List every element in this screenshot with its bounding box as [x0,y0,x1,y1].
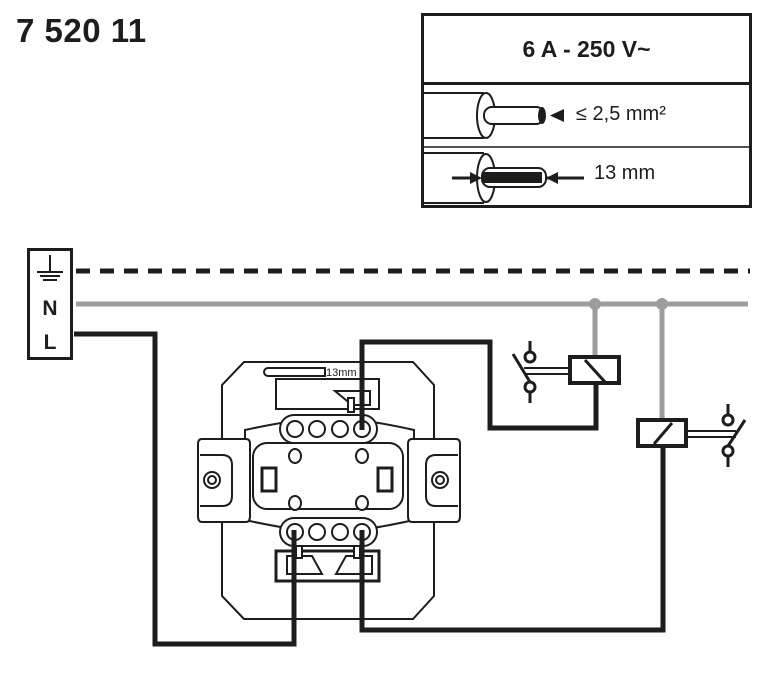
supply-terminal-block: N L [27,248,73,360]
relay-1 [511,341,621,403]
wire-cross-section-value: ≤ 2,5 mm² [576,103,666,125]
earth-ground-icon [37,255,63,281]
strip-length-row: 13 mm [424,148,749,209]
strip-gauge-label: 13mm [326,367,357,379]
stripped-wire-icon [424,152,584,204]
relay-2 [636,404,747,467]
wire-cross-section-row: ≤ 2,5 mm² [424,85,749,148]
neutral-junction [589,298,601,310]
relay-contact-2 [721,404,747,467]
electrical-rating: 6 A - 250 V~ [424,16,749,85]
strip-length-value: 13 mm [594,162,656,184]
product-code: 7 520 11 [16,12,147,49]
push-button-mechanism [197,361,461,620]
neutral-wire [76,301,748,420]
neutral-junction [656,298,668,310]
relay-contact-1 [511,341,537,403]
specification-box: 6 A - 250 V~ ≤ 2,5 mm² 13 mm [421,13,752,208]
neutral-terminal-label: N [42,297,58,320]
line-terminal-label: L [43,331,57,354]
solid-wire-icon [424,92,564,139]
